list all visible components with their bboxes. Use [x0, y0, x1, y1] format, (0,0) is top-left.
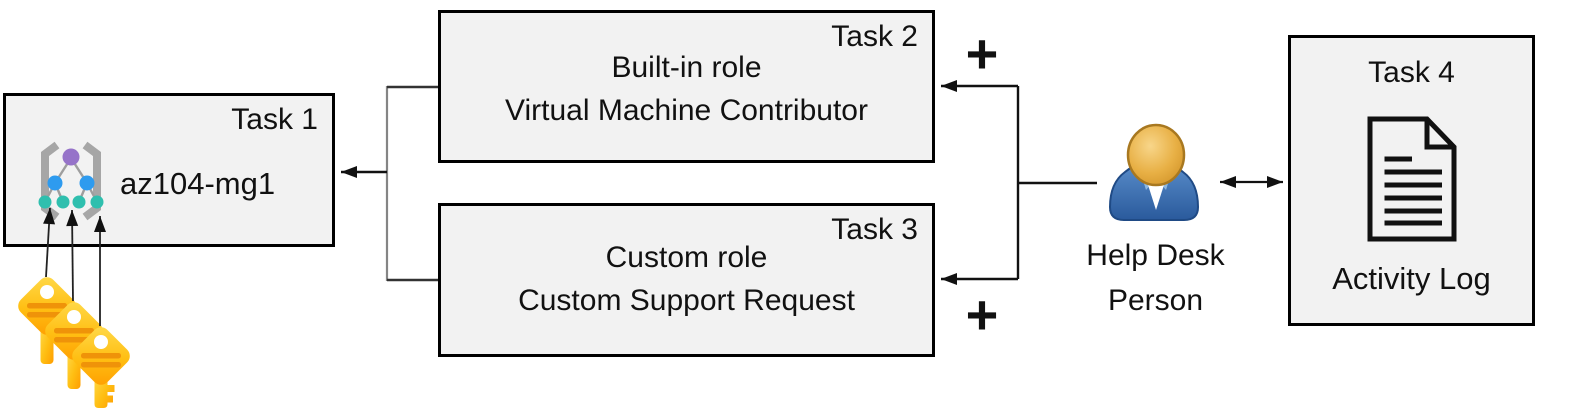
task2-box: Task 2 Built-in role Virtual Machine Con… — [438, 10, 935, 163]
task1-box: Task 1 az104-mg1 — [3, 93, 335, 247]
access-keys-icon — [18, 277, 130, 408]
mg-bracket-right — [82, 141, 101, 221]
task4-caption: Activity Log — [1332, 261, 1491, 296]
task1-tag: Task 1 — [231, 103, 318, 136]
helpdesk-person-icon — [1108, 123, 1200, 221]
task3-tag: Task 3 — [831, 213, 918, 246]
person-head — [1126, 123, 1186, 187]
person-label-line2: Person — [1107, 284, 1204, 317]
task2-line2: Virtual Machine Contributor — [505, 94, 868, 127]
task2-tag: Task 2 — [831, 20, 918, 53]
plus-icon-top: + — [965, 22, 999, 85]
task4-tag: Task 4 — [1368, 56, 1455, 89]
key-icon-3 — [72, 327, 130, 408]
task4-box: Task 4 Activity Log — [1288, 35, 1535, 326]
plus-icon-bottom: + — [965, 283, 999, 346]
task3-line2: Custom Support Request — [518, 284, 855, 317]
task3-line1: Custom role — [605, 241, 768, 274]
task2-line1: Built-in role — [611, 51, 762, 84]
left-bracket-connector — [341, 85, 438, 282]
task1-title: az104-mg1 — [120, 166, 276, 201]
mg-root-node — [62, 148, 80, 166]
person-label: Help Desk Person — [1068, 233, 1243, 323]
person-label-line1: Help Desk — [1086, 239, 1225, 272]
activity-log-document-icon — [1367, 116, 1456, 242]
task3-box: Task 3 Custom role Custom Support Reques… — [438, 203, 935, 357]
management-group-icon — [38, 141, 104, 221]
